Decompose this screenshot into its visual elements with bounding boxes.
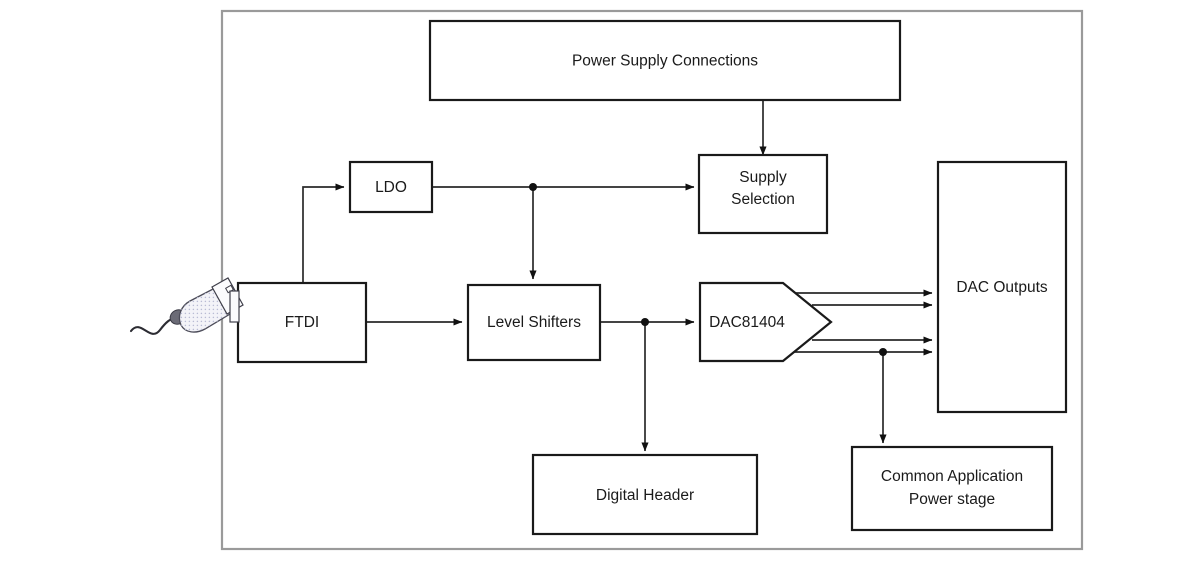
level-shifters-label: Level Shifters (487, 314, 581, 331)
dac-outputs-label: DAC Outputs (956, 279, 1048, 296)
usb-connector-icon (129, 277, 244, 335)
connection-ftdi-to-ldo (302, 183, 345, 283)
ftdi-box[interactable] (236, 281, 368, 364)
supply-selection-label-line2: Selection (731, 191, 795, 208)
ftdi-label: FTDI (285, 314, 319, 331)
block-common-application-power-stage[interactable]: Common Application Power stage (850, 445, 1054, 532)
junction-dot-level-shifters-branch (641, 318, 649, 326)
digital-header-box[interactable] (531, 453, 759, 536)
dac-outputs-box[interactable] (936, 160, 1068, 414)
power-supply-connections-box[interactable] (428, 19, 902, 102)
block-digital-header[interactable]: Digital Header (531, 453, 759, 536)
dac81404-shape[interactable] (698, 281, 833, 363)
block-ldo[interactable]: LDO (348, 160, 434, 214)
block-dac81404[interactable]: DAC81404 (698, 281, 833, 363)
usb-cable (129, 316, 177, 335)
ldo-label: LDO (375, 179, 407, 196)
junction-dot-dac-channel-4-branch (879, 348, 887, 356)
power-supply-connections-label: Power Supply Connections (572, 53, 758, 70)
block-dac-outputs[interactable]: DAC Outputs (936, 160, 1068, 414)
block-power-supply-connections[interactable]: Power Supply Connections (428, 19, 902, 102)
block-ftdi[interactable]: FTDI (236, 281, 368, 364)
common-application-power-stage-box[interactable] (850, 445, 1054, 532)
common-application-power-stage-label-line1: Common Application (881, 468, 1023, 485)
dac81404-label: DAC81404 (709, 314, 785, 331)
usb-plug-texture (179, 288, 230, 333)
junction-dot-ldo-branch (529, 183, 537, 191)
level-shifters-box[interactable] (466, 283, 602, 362)
block-level-shifters[interactable]: Level Shifters (466, 283, 602, 362)
common-application-power-stage-label-line2: Power stage (909, 491, 995, 508)
ldo-box[interactable] (348, 160, 434, 214)
digital-header-label: Digital Header (596, 487, 694, 504)
supply-selection-label-line1: Supply (739, 169, 787, 186)
usb-receptacle (229, 290, 240, 323)
connection-lines (302, 100, 933, 452)
supply-selection-box[interactable] (697, 153, 829, 235)
block-supply-selection[interactable]: Supply Selection (697, 153, 829, 235)
